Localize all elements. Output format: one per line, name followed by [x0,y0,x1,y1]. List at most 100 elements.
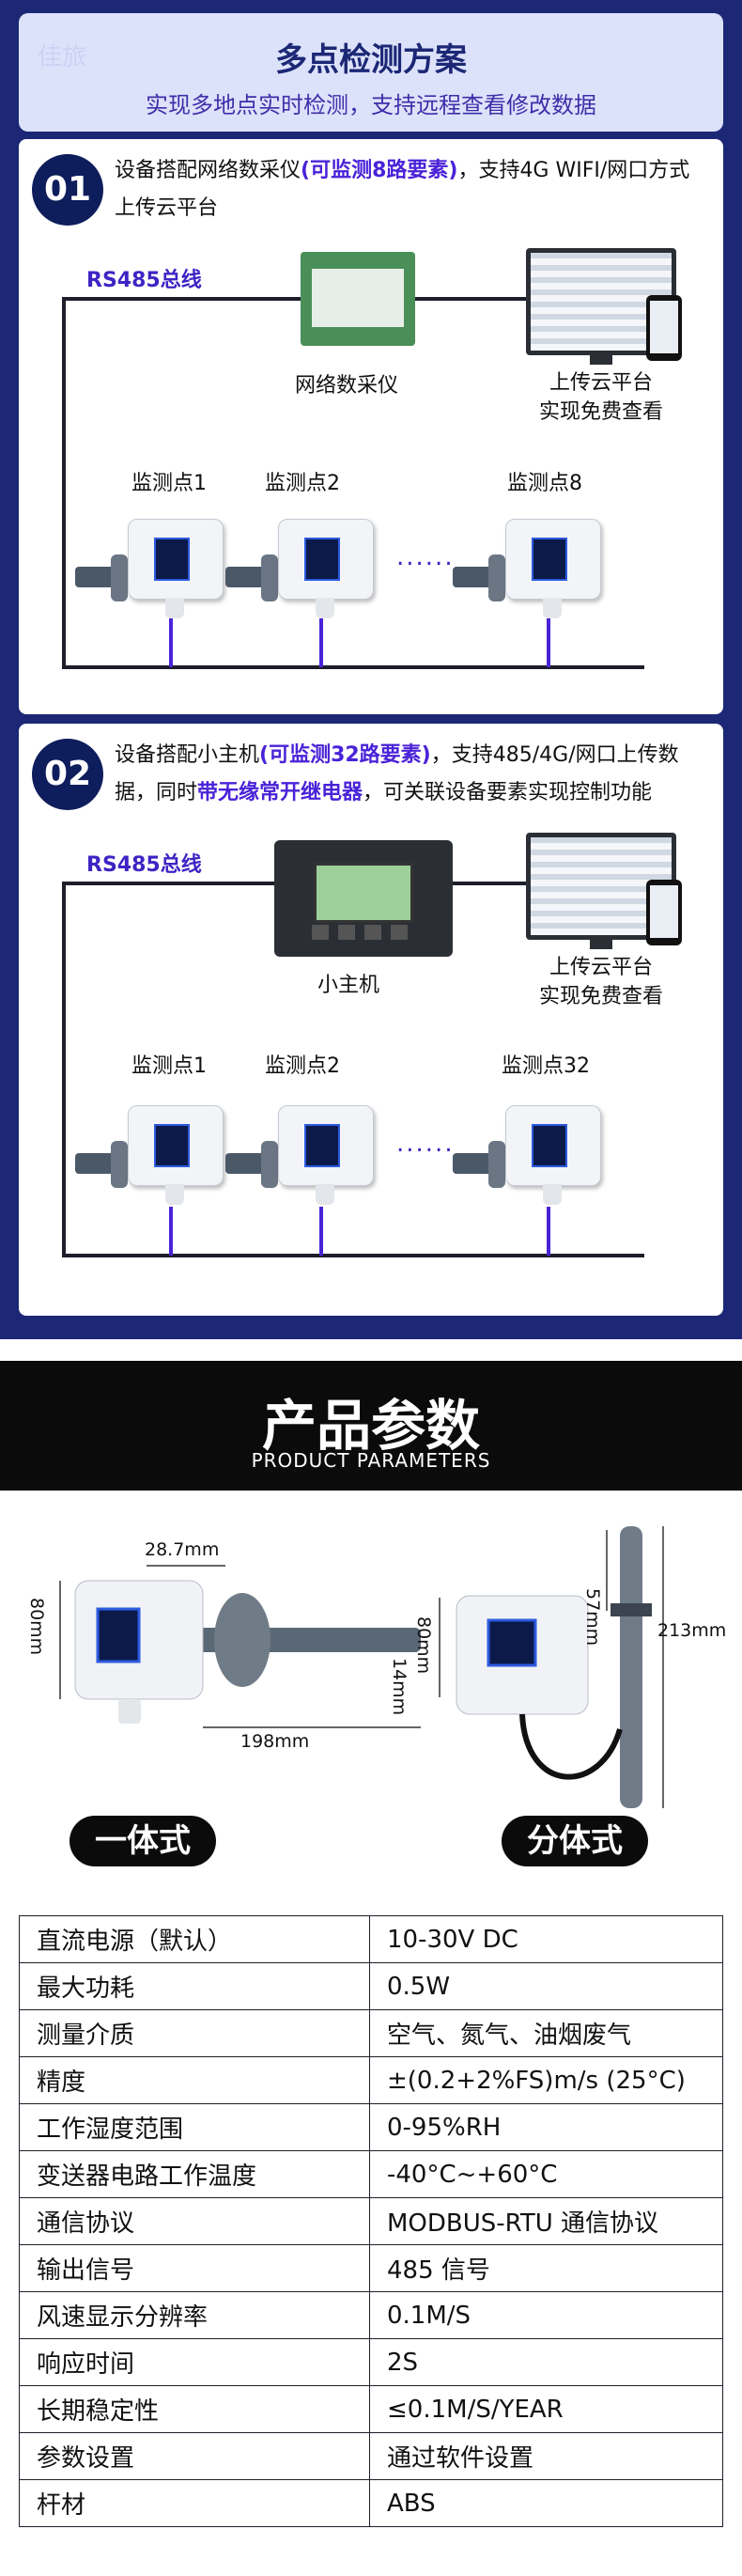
cloud-platform-monitor-icon [526,833,686,951]
param-row: 变送器电路工作温度-40°C~+60°C [19,2150,723,2198]
param-name: 通信协议 [19,2197,370,2245]
sensor-icon [75,515,235,618]
solution-description: 设备搭配小主机(可监测32路要素)，支持485/4G/网口上传数据，同时带无缘常… [115,743,679,804]
params-header: 产品参数 PRODUCT PARAMETERS [0,1361,742,1491]
param-value: 通过软件设置 [369,2432,723,2480]
integrated-type-label: 一体式 [70,1816,216,1866]
bus-line-left [62,297,66,669]
param-row: 长期稳定性≤0.1M/S/YEAR [19,2385,723,2433]
param-value: 485 信号 [369,2244,723,2292]
param-row: 直流电源（默认）10-30V DC [19,1915,723,1963]
solution-number: 02 [32,739,103,810]
param-name: 输出信号 [19,2244,370,2292]
bus-line-left [62,882,66,1257]
solution-card-2: 02 设备搭配小主机(可监测32路要素)，支持485/4G/网口上传数据，同时带… [19,724,723,1316]
sensor-icon [225,1101,385,1205]
point-label: 监测点2 [265,1054,340,1078]
dim-width: 28.7mm [145,1539,220,1560]
point-label: 监测点32 [502,1054,590,1078]
param-value: 2S [369,2338,723,2386]
sensor-icon [75,1101,235,1205]
cloud-caption: 上传云平台 实现免费查看 [538,371,663,424]
ellipsis: ...... [396,1130,455,1158]
param-name: 精度 [19,2056,370,2104]
cloud-caption: 上传云平台 实现免费查看 [538,956,663,1008]
page-title: 多点检测方案 [275,41,467,79]
split-sensor-drawing [456,1526,652,1808]
param-value: 0-95%RH [369,2103,723,2151]
param-value: MODBUS-RTU 通信协议 [369,2197,723,2245]
bus-line-bottom [62,1254,644,1257]
param-name: 工作湿度范围 [19,2103,370,2151]
dim-height: 80mm [26,1598,47,1656]
point-label: 监测点2 [265,472,340,495]
drop-line [547,1207,550,1256]
device-label: 网络数采仪 [295,374,399,398]
param-name: 最大功耗 [19,1962,370,2010]
rs485-bus-label: RS485总线 [86,269,202,292]
param-value: ≤0.1M/S/YEAR [369,2385,723,2433]
cable [519,1713,623,1780]
integrated-dimension-lines [59,1565,441,1728]
drop-line [169,618,173,667]
integrated-sensor-drawing [74,1580,421,1724]
dimension-drawings [59,1526,664,1808]
network-data-logger-device [301,252,415,346]
drop-line [319,1207,323,1256]
dim-box-height: 80mm [413,1616,434,1675]
split-type-label: 分体式 [502,1816,648,1866]
split-probe [620,1526,642,1808]
param-row: 测量介质空气、氮气、油烟废气 [19,2009,723,2057]
param-name: 响应时间 [19,2338,370,2386]
point-label: 监测点8 [507,472,582,495]
param-name: 参数设置 [19,2432,370,2480]
point-label: 监测点1 [131,472,207,495]
ellipsis: ...... [396,543,455,571]
param-name: 测量介质 [19,2009,370,2057]
param-value: ABS [369,2479,723,2527]
param-name: 杆材 [19,2479,370,2527]
drop-line [319,618,323,667]
point-label: 监测点1 [131,1054,207,1078]
dim-probe: 14mm [389,1658,410,1716]
drop-line [169,1207,173,1256]
dim-split-total: 213mm [657,1620,727,1641]
sensor-icon [453,515,612,618]
param-value: 0.5W [369,1962,723,2010]
solution-description: 设备搭配网络数采仪(可监测8路要素)，支持4G WIFI/网口方式上传云平台 [115,159,690,220]
param-value: 10-30V DC [369,1915,723,1963]
solution-number: 01 [32,154,103,226]
sensor-icon [453,1101,612,1205]
cloud-platform-monitor-icon [526,248,686,367]
rs485-bus-label: RS485总线 [86,853,202,877]
param-name: 长期稳定性 [19,2385,370,2433]
mounting-flange [214,1593,271,1687]
split-dimension-lines [606,1526,664,1808]
params-title: 产品参数 [261,1394,480,1458]
param-row: 参数设置通过软件设置 [19,2432,723,2480]
brand-watermark: 佳旅 [38,43,87,71]
params-subtitle: PRODUCT PARAMETERS [251,1449,491,1472]
device-label: 小主机 [317,974,380,997]
drop-line [547,618,550,667]
param-value: 0.1M/S [369,2291,723,2339]
solution-card-1: 01 设备搭配网络数采仪(可监测8路要素)，支持4G WIFI/网口方式上传云平… [19,139,723,714]
dim-length: 198mm [240,1731,310,1752]
sensor-icon [225,515,385,618]
page-subtitle: 实现多地点实时检测，支持远程查看修改数据 [146,92,596,118]
param-value: 空气、氮气、油烟废气 [369,2009,723,2057]
param-value: -40°C~+60°C [369,2150,723,2198]
mini-host-device [274,840,453,957]
param-value: ±(0.2+2%FS)m/s (25°C) [369,2056,723,2104]
dim-split-height: 57mm [582,1588,603,1647]
param-row: 精度±(0.2+2%FS)m/s (25°C) [19,2056,723,2104]
bus-line-bottom [62,665,644,669]
